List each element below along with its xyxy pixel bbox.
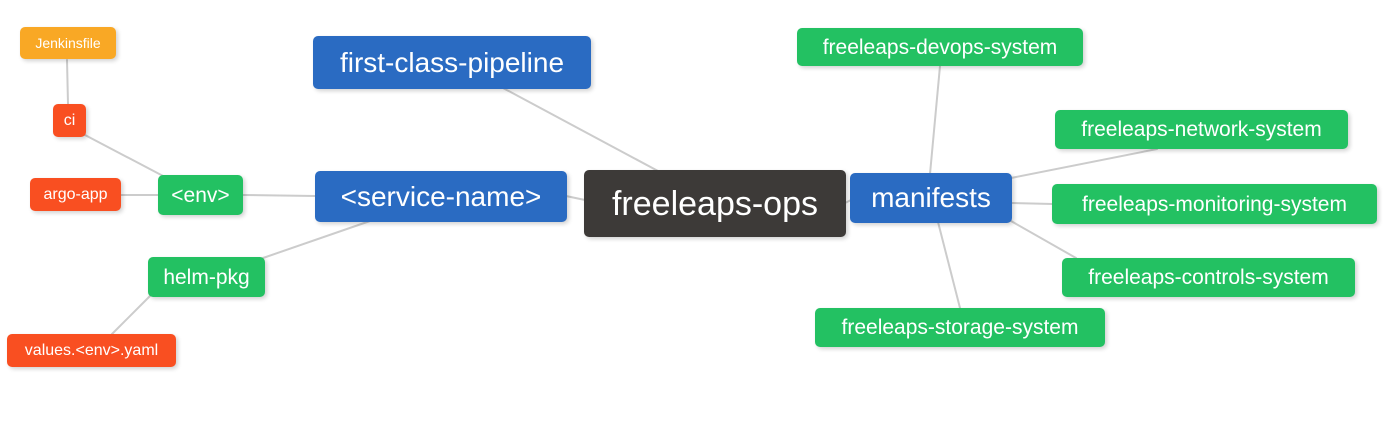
node-manifests[interactable]: manifests	[850, 173, 1012, 223]
edge-manifests-network	[1010, 148, 1158, 179]
node-env[interactable]: <env>	[158, 175, 243, 215]
node-freeleaps-network-system[interactable]: freeleaps-network-system	[1055, 110, 1348, 149]
node-freeleaps-ops[interactable]: freeleaps-ops	[584, 170, 846, 237]
node-helm-pkg[interactable]: helm-pkg	[148, 257, 265, 297]
node-service-name[interactable]: <service-name>	[315, 171, 567, 222]
edge-ci-env	[84, 134, 166, 178]
edge-servicename-helmpkg	[262, 220, 371, 259]
edge-manifests-devops	[929, 65, 941, 175]
node-values-env-yaml[interactable]: values.<env>.yaml	[7, 334, 176, 367]
node-freeleaps-controls-system[interactable]: freeleaps-controls-system	[1062, 258, 1355, 297]
edge-helmpkg-valuesyaml	[111, 295, 151, 335]
edge-jenkinsfile-ci	[66, 59, 69, 105]
edge-servicename-freeleapsops	[565, 195, 586, 201]
node-ci[interactable]: ci	[53, 104, 86, 137]
node-jenkinsfile[interactable]: Jenkinsfile	[20, 27, 116, 59]
node-freeleaps-storage-system[interactable]: freeleaps-storage-system	[815, 308, 1105, 347]
node-argo-app[interactable]: argo-app	[30, 178, 121, 211]
edge-manifests-storage	[937, 221, 961, 309]
edge-env-servicename	[242, 194, 316, 197]
edge-manifests-controls	[1010, 220, 1077, 259]
node-first-class-pipeline[interactable]: first-class-pipeline	[313, 36, 591, 89]
edge-pipeline-freeleapsops	[502, 87, 659, 172]
node-freeleaps-devops-system[interactable]: freeleaps-devops-system	[797, 28, 1083, 66]
edge-manifests-monitoring	[1010, 202, 1054, 205]
node-freeleaps-monitoring-system[interactable]: freeleaps-monitoring-system	[1052, 184, 1377, 224]
